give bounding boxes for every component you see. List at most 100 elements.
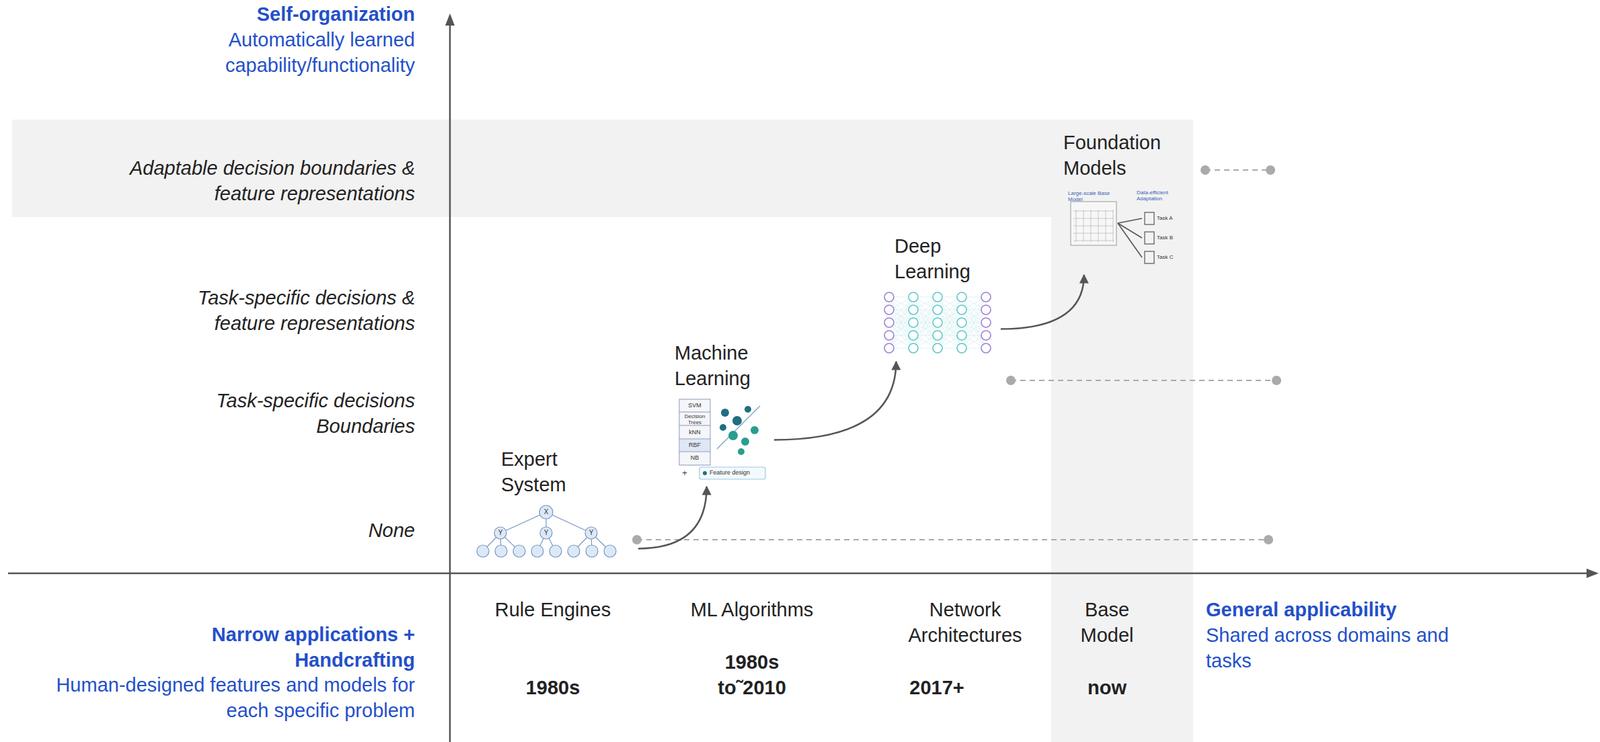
art-stroke	[937, 310, 962, 349]
illustration-label: Y	[540, 529, 552, 537]
axis-label: Self-organization	[132, 1, 415, 27]
neuron	[908, 343, 919, 354]
art-stroke	[913, 297, 938, 336]
leaf-node	[513, 545, 526, 558]
axis-label: 1980s	[505, 675, 600, 701]
axis-head	[1586, 568, 1599, 579]
y-axis	[449, 22, 452, 742]
art-stroke	[961, 297, 986, 336]
axis-label: ML Algorithms	[671, 597, 833, 623]
art-stroke	[889, 297, 914, 336]
neuron	[908, 330, 919, 341]
era-title: Expert System	[476, 446, 602, 498]
illustration-label: kNN	[679, 429, 710, 436]
progress-arrow	[1000, 275, 1085, 329]
axis-label: 1980s to˜2010	[704, 649, 799, 701]
art-stroke	[889, 297, 914, 336]
art-stroke	[1073, 240, 1114, 242]
neuron	[932, 318, 943, 328]
art-stroke	[937, 297, 962, 336]
illustration-label: Task C	[1156, 254, 1184, 261]
neuron	[884, 318, 894, 328]
neuron	[932, 305, 943, 315]
axis-label: Task-specific decisions & feature repres…	[152, 285, 415, 337]
neuron	[981, 318, 991, 328]
art-stroke	[961, 310, 986, 349]
progress-arrow	[774, 361, 896, 440]
illustration-label: Decision Trees	[679, 413, 711, 426]
illustration-label: Large-scale Base Model	[1068, 190, 1120, 203]
axis-head	[445, 13, 455, 26]
neuron	[908, 318, 919, 328]
art-stroke	[961, 297, 986, 336]
neuron	[884, 292, 894, 302]
art-stroke	[913, 297, 938, 336]
art-stroke	[937, 310, 962, 349]
neuron	[884, 343, 894, 354]
neuron	[957, 305, 967, 315]
art-stroke	[889, 310, 914, 349]
neuron	[957, 343, 967, 354]
neuron	[981, 305, 991, 315]
art-stroke	[889, 310, 914, 349]
leaf-node	[585, 545, 598, 558]
art-stroke	[961, 310, 986, 349]
axis-label: Narrow applications + Handcrafting	[159, 622, 415, 674]
leaf-node	[494, 545, 508, 558]
illustration-label: +	[679, 468, 690, 479]
leaf-node	[603, 545, 617, 558]
neuron	[884, 305, 894, 315]
art-stroke	[1073, 218, 1114, 220]
axis-label: Shared across domains and tasks	[1205, 622, 1496, 674]
leaf-node	[531, 545, 544, 558]
era-node: Foundation Models	[1061, 129, 1182, 272]
axis-label: Task-specific decisions Boundaries	[166, 388, 415, 440]
axis-label: Human-designed features and models for e…	[11, 672, 415, 724]
axis-label: General applicability	[1205, 597, 1489, 623]
progress-arrow	[638, 486, 707, 549]
art-stroke	[1073, 211, 1114, 212]
dashed-guides	[636, 170, 1277, 541]
axis-label: 2017+	[889, 675, 984, 701]
neuron	[932, 343, 943, 354]
axis-label: Base Model	[1063, 597, 1151, 649]
neuron	[957, 318, 967, 328]
illustration-label: X	[540, 508, 552, 516]
base-model-band	[1051, 217, 1194, 742]
art-stroke	[937, 297, 962, 336]
neuron	[981, 292, 991, 302]
illustration-label: Task B	[1156, 234, 1184, 241]
era-node: Machine Learning	[672, 340, 771, 483]
illustration-label: Y	[494, 529, 506, 537]
art-stroke	[1073, 225, 1114, 227]
illustration-label: RBF	[679, 441, 710, 449]
axis-label: Adaptable decision boundaries & feature …	[71, 155, 415, 207]
neuron	[932, 292, 943, 302]
leaf-node	[567, 545, 580, 558]
tree-illustration	[476, 505, 617, 558]
era-title: Machine Learning	[672, 340, 771, 392]
illustration-label: SVM	[679, 402, 710, 409]
art-stroke	[1073, 233, 1114, 235]
neuron	[908, 292, 919, 302]
axis-label: Network Architectures	[894, 597, 1036, 649]
illustration-label: Task A	[1156, 215, 1184, 222]
neuron	[981, 330, 991, 341]
illustration-label: NB	[679, 454, 710, 462]
era-node: Expert System	[476, 446, 635, 562]
leaf-node	[476, 545, 489, 558]
guide-dots	[632, 165, 1282, 545]
neuron	[981, 343, 991, 354]
neuron	[932, 330, 943, 341]
network-illustration	[884, 292, 991, 354]
illustration-label: Y	[585, 529, 597, 537]
era-node: Deep Learning	[882, 233, 997, 358]
art-stroke	[913, 310, 938, 349]
neuron	[957, 292, 967, 302]
art-stroke	[913, 310, 938, 349]
adaptable-band	[12, 119, 1194, 218]
leaf-node	[549, 545, 562, 558]
neuron	[957, 330, 967, 341]
era-title: Foundation Models	[1061, 129, 1182, 181]
neuron	[908, 305, 919, 315]
